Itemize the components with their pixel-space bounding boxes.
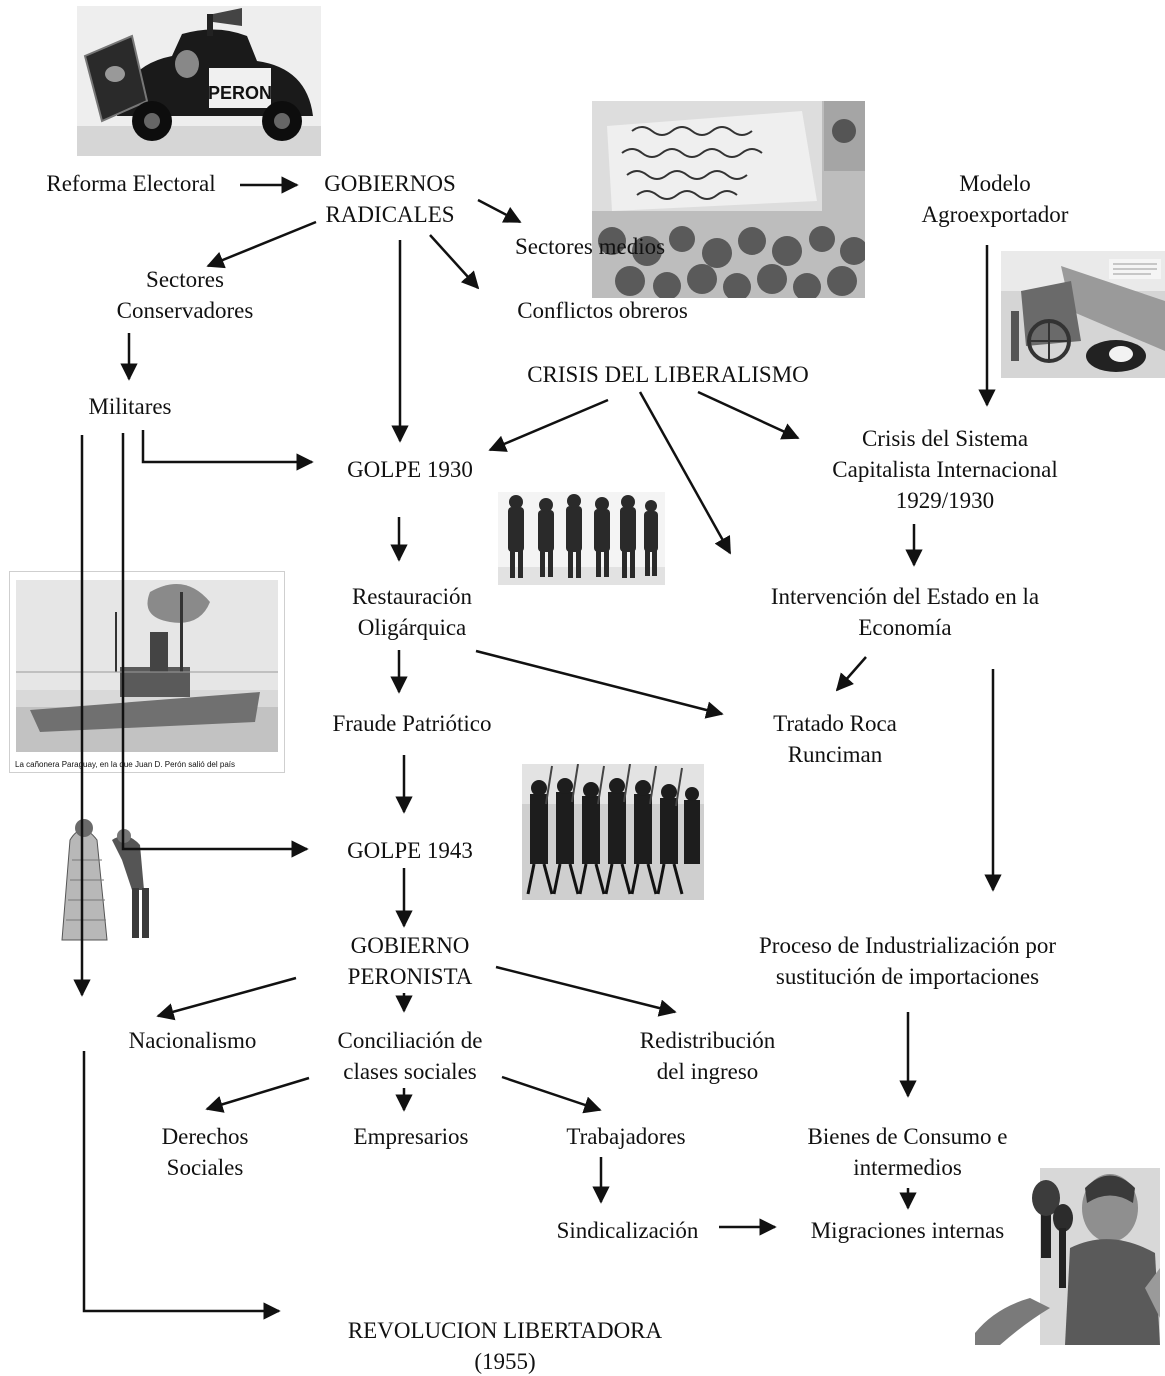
arrow-peronista-redistribucion [495,965,677,1017]
eva-peron-speech-photo [975,1158,1160,1345]
arrow-militares-golpe1943 [121,433,309,858]
arrow-nacionalismo-revolucion [82,1051,281,1320]
node-fraude-patriotico: Fraude Patriótico [332,711,492,736]
node-conciliacion-clases: Conciliación de clases sociales [337,1028,483,1084]
soldiers-photo [498,492,665,585]
campaign-car-photo: PERON [77,6,321,156]
car-sign-text: PERON [208,83,272,103]
arrow-radicales-sectores-medios [477,198,522,224]
node-migraciones-internas: Migraciones internas [810,1218,1005,1243]
node-modelo-agroexportador: Modelo Agroexportador [921,171,1069,227]
node-derechos-sociales: Derechos Sociales [161,1124,249,1180]
node-revolucion-libertadora: REVOLUCION LIBERTADORA (1955) [347,1318,663,1374]
node-nacionalismo: Nacionalismo [128,1028,257,1053]
arrow-intervencion-roca [835,656,867,692]
node-empresarios: Empresarios [353,1124,469,1149]
node-golpe-1943: GOLPE 1943 [347,838,473,863]
node-proceso-industrializacion: Proceso de Industrialización por sustitu… [759,933,1056,989]
arrow-crisis-sistema [697,390,800,440]
arrow-radicales-conflictos [429,234,480,290]
arrow-radicales-conservadores [206,220,317,269]
node-conflictos-obreros: Conflictos obreros [517,298,688,323]
node-sectores-conservadores: Sectores Conservadores [116,267,254,323]
gunboat-photo: La cañonera Paraguay, en la que Juan D. … [9,571,285,773]
node-sectores-medios: Sectores medios [514,234,666,259]
node-crisis-sistema-capitalista: Crisis del Sistema Capitalista Internaci… [832,426,1058,513]
node-redistribucion-ingreso: Redistribución del ingreso [639,1028,776,1084]
peron-clergy-photo [52,800,167,950]
node-intervencion-estado: Intervención del Estado en la Economía [770,584,1040,640]
arrow-restauracion-roca [475,649,724,719]
harvest-machinery-photo [1001,251,1165,378]
arrow-peronista-nacionalismo [156,976,297,1021]
node-crisis-liberalismo: CRISIS DEL LIBERALISMO [527,362,809,387]
crowd-demonstration-photo [592,101,865,298]
node-restauracion-oligarquica: Restauración Oligárquica [351,584,473,640]
arrow-crisis-intervencion [638,391,732,555]
node-bienes-consumo: Bienes de Consumo e intermedios [807,1124,1008,1180]
marching-troops-photo [522,764,704,900]
node-militares: Militares [88,394,172,419]
node-golpe-1930: GOLPE 1930 [347,457,473,482]
node-gobierno-peronista: GOBIERNO PERONISTA [347,933,473,989]
node-tratado-roca-runciman: Tratado Roca Runciman [773,711,897,767]
node-reforma-electoral: Reforma Electoral [46,171,216,196]
arrow-conciliacion-trabajadores [501,1075,602,1114]
node-sindicalizacion: Sindicalización [556,1218,699,1243]
arrow-crisis-golpe1930 [488,398,609,452]
node-trabajadores: Trabajadores [566,1124,686,1149]
arrow-conciliacion-derechos [205,1076,310,1113]
node-gobiernos-radicales: GOBIERNOS RADICALES [324,171,456,227]
arrow-militares-golpe1930 [141,430,314,471]
gunboat-caption: La cañonera Paraguay, en la que Juan D. … [15,760,235,769]
